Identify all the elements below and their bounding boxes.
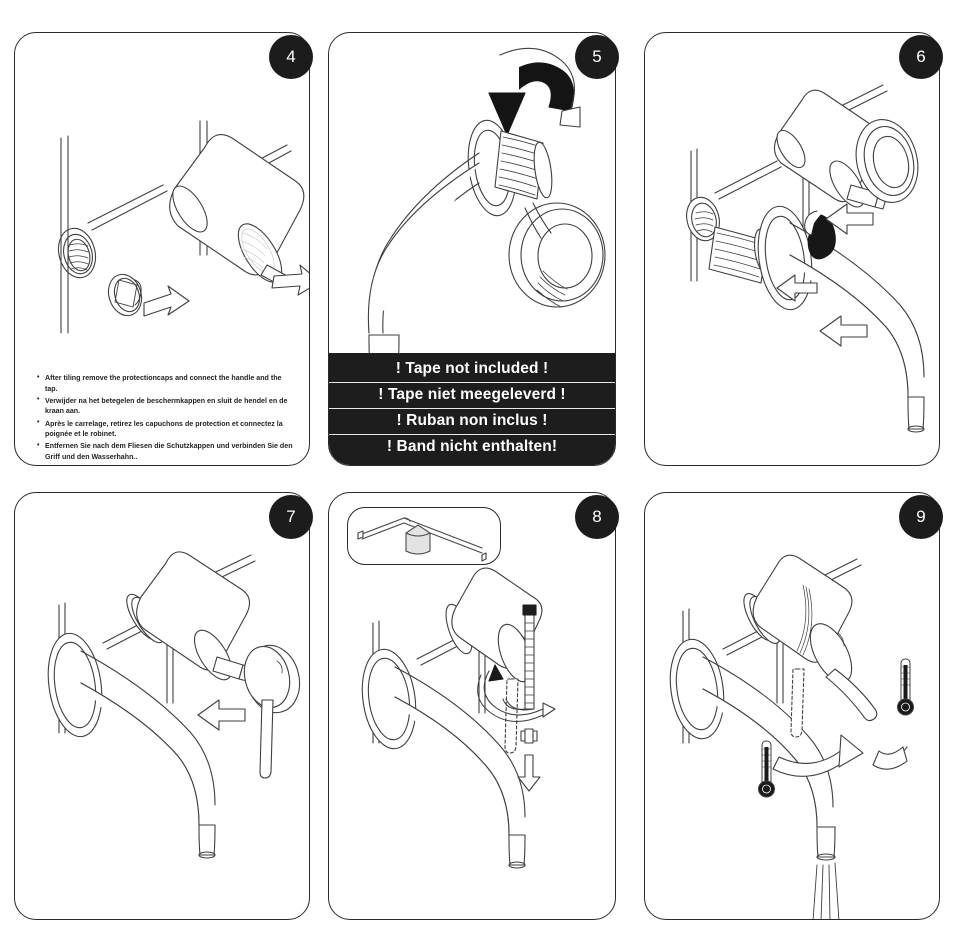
grub-screw-icon [405,524,431,555]
step-badge-5: 5 [575,35,619,79]
panel-4-illustration [57,120,309,334]
caption-line-fr: Après le carrelage, retirez les capuchon… [37,418,293,440]
thermometer-hot-icon [897,658,914,716]
caption-line-de: Entfernen Sie nach dem Fliesen die Schut… [37,441,293,462]
arrow-lever-rotate [772,748,846,777]
panel-4-caption: After tiling remove the protectioncaps a… [37,372,293,464]
water-stream [812,862,840,919]
panel-step-4: After tiling remove the protectioncaps a… [14,32,313,466]
arrow-push-spout [776,274,818,302]
arrow-lever-tilt [872,746,908,770]
step-number: 9 [916,507,926,526]
step-badge-9: 9 [899,495,943,539]
thermometer-cold-icon [758,740,775,798]
panel-7-illustration [47,551,301,859]
panel-step-5: ! Tape not included ! ! Tape niet meegel… [328,32,619,466]
caption-line-nl: Verwijder na het betegelen de beschermka… [37,395,293,417]
panel-9-illustration [669,554,914,919]
warning-line-fr: ! Ruban non inclus ! [329,408,615,434]
tape-mark-black [807,214,836,260]
step-badge-6: 6 [899,35,943,79]
step-number: 8 [592,507,602,526]
tool-inset-box [347,507,501,565]
step-badge-8: 8 [575,495,619,539]
caption-line-en: After tiling remove the protectioncaps a… [37,372,293,394]
arrow-remove-valve-cap [271,264,309,296]
panel-6-illustration [686,84,925,433]
step-number: 4 [286,47,296,66]
step-number: 7 [286,507,296,526]
arrow-push-handle [197,699,246,731]
step-number: 6 [916,47,926,66]
arrow-fit-cover-ring [825,203,874,235]
arrow-wrap-tape-black [506,62,575,112]
panel-5-illustration [367,47,606,372]
warning-line-de: ! Band nicht enthalten! [329,434,615,460]
warning-line-en: ! Tape not included ! [395,360,549,377]
step-number: 5 [592,47,602,66]
panel-8-illustration [361,567,556,869]
panel-step-9: 9 [644,492,943,920]
panel-step-6: 6 [644,32,943,466]
arrow-slide-escutcheon [819,315,868,347]
warning-line-nl: ! Tape niet meegeleverd ! [329,382,615,408]
panel-step-8: 8 [328,492,619,920]
arrow-rotate-key [483,670,544,716]
step-badge-7: 7 [269,495,313,539]
arrow-insert-down [517,754,541,792]
tape-warning-banner: ! Tape not included ! ! Tape niet meegel… [329,353,615,465]
hex-key-icon [357,517,487,562]
arrow-remove-cap [143,285,190,317]
panel-step-7: 7 [14,492,313,920]
step-badge-4: 4 [269,35,313,79]
